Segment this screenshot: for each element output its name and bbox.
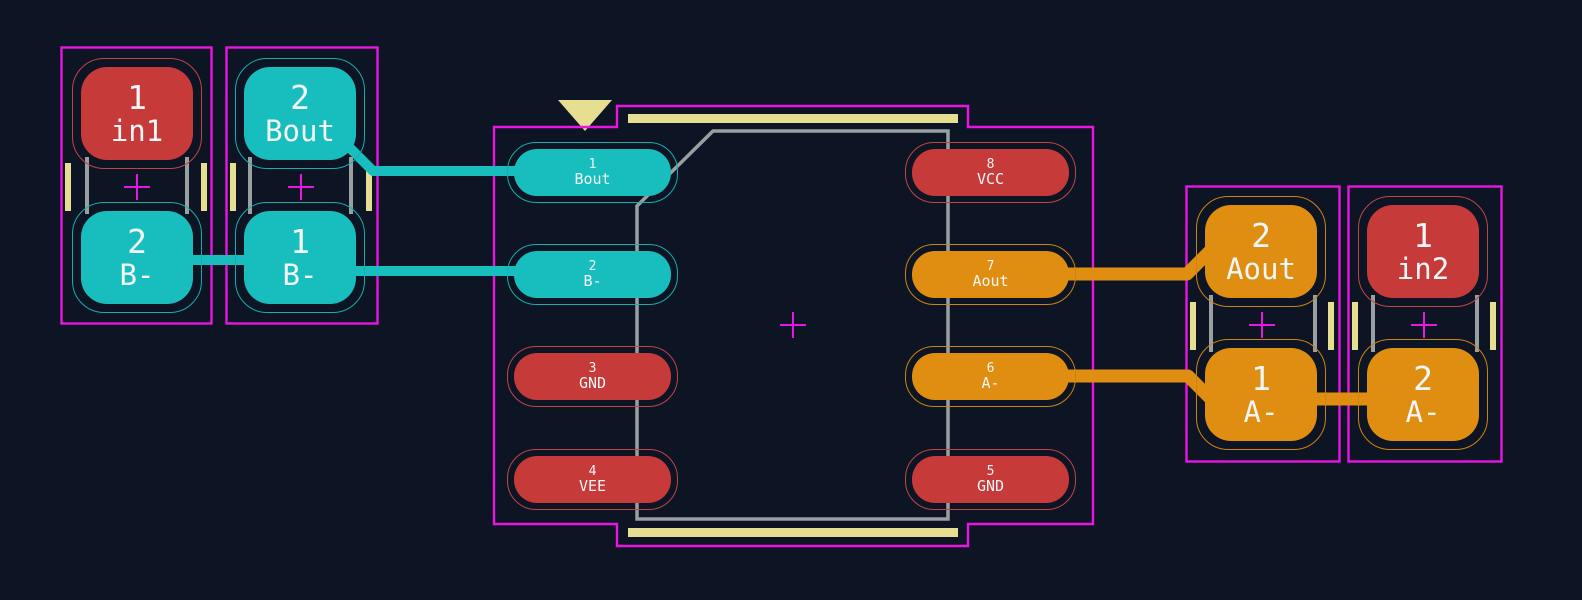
pad-number: 2	[1413, 359, 1433, 399]
fab-bar	[201, 163, 207, 211]
fab-bar	[65, 163, 71, 211]
pad-number: 2	[588, 258, 597, 274]
ic-fab-bottom-bar	[628, 528, 958, 537]
pad-net-label: Bout	[574, 170, 611, 189]
pad-number: 6	[986, 360, 995, 376]
pad-net-label: B-	[119, 258, 155, 293]
fab-bar	[366, 163, 372, 211]
fab-bar	[1328, 302, 1334, 350]
ic-fab-top-bar	[628, 114, 958, 123]
pad-net-label: Aout	[972, 272, 1009, 291]
footprint-anchor-cross-icons	[124, 174, 1437, 338]
ic-pad-7-aout[interactable]: 7 Aout	[905, 244, 1076, 305]
footprint-outline-right-connector-1[interactable]	[1185, 185, 1341, 463]
pad-number: 1	[1251, 359, 1271, 399]
pad-net-label: in1	[110, 114, 164, 149]
pad-in1[interactable]: 1 in1	[72, 58, 202, 169]
pad-number: 8	[986, 156, 995, 172]
trace-a-minus[interactable]	[983, 369, 1431, 406]
pad-number: 2	[127, 222, 147, 262]
fab-bar	[1190, 302, 1196, 350]
pad-number: 1	[1413, 216, 1433, 256]
pad-net-label: VEE	[578, 477, 607, 496]
ic-pad-3-gnd[interactable]: 3 GND	[507, 346, 678, 407]
ic-pad-2-b-minus[interactable]: 2 B-	[507, 244, 678, 305]
pad-a-minus-conn4[interactable]: 2 A-	[1358, 339, 1488, 450]
fab-bar	[230, 163, 236, 211]
pad-net-label: A-	[1405, 395, 1441, 430]
pad-number: 3	[588, 360, 597, 376]
pad-net-label: Aout	[1226, 252, 1296, 287]
fab-bar	[1490, 302, 1496, 350]
pad-net-label: B-	[583, 272, 602, 291]
footprint-outline-right-connector-2[interactable]	[1347, 185, 1503, 463]
courtyard-layer	[60, 46, 1503, 548]
pad-number: 1	[290, 222, 310, 262]
pad-number: 7	[986, 258, 995, 274]
pad-a-minus-conn3[interactable]: 1 A-	[1196, 339, 1326, 450]
pad-net-label: GND	[578, 374, 607, 393]
pad-number: 4	[588, 463, 597, 479]
footprint-outline-left-connector-2[interactable]	[225, 46, 379, 325]
ic-pad-4-vee[interactable]: 4 VEE	[507, 449, 678, 510]
pad-net-label: Bout	[265, 114, 335, 149]
pad-net-label: A-	[1243, 395, 1279, 430]
pad-in2[interactable]: 1 in2	[1358, 196, 1488, 307]
pad-b-minus-conn2[interactable]: 1 B-	[235, 202, 365, 313]
pad-number: 2	[290, 78, 310, 118]
pad-bout-conn2[interactable]: 2 Bout	[235, 58, 365, 169]
footprint-outline-left-connector-1[interactable]	[60, 46, 213, 325]
footprint-outline-ic[interactable]	[492, 104, 1095, 548]
pad-number: 1	[588, 156, 597, 172]
pad-b-minus-conn1[interactable]: 2 B-	[72, 202, 202, 313]
ic-pad-6-a-minus[interactable]: 6 A-	[905, 346, 1076, 407]
pad-number: 1	[127, 78, 147, 118]
pin1-marker-triangle-icon	[558, 100, 612, 131]
pad-net-label: in2	[1396, 252, 1450, 287]
pad-number: 5	[986, 463, 995, 479]
fab-bar	[1352, 302, 1358, 350]
ic-pad-1-bout[interactable]: 1 Bout	[507, 142, 678, 203]
ic-pad-5-gnd[interactable]: 5 GND	[905, 449, 1076, 510]
pad-net-label: VCC	[976, 170, 1005, 189]
ic-pad-8-vcc[interactable]: 8 VCC	[905, 142, 1076, 203]
pad-net-label: B-	[282, 258, 318, 293]
pad-net-label: A-	[981, 374, 1000, 393]
pad-net-label: GND	[976, 477, 1005, 496]
footprint-silk-lines	[85, 157, 1479, 352]
pad-aout-conn3[interactable]: 2 Aout	[1196, 196, 1326, 307]
pad-number: 2	[1251, 216, 1271, 256]
fab-layer	[65, 100, 1496, 537]
